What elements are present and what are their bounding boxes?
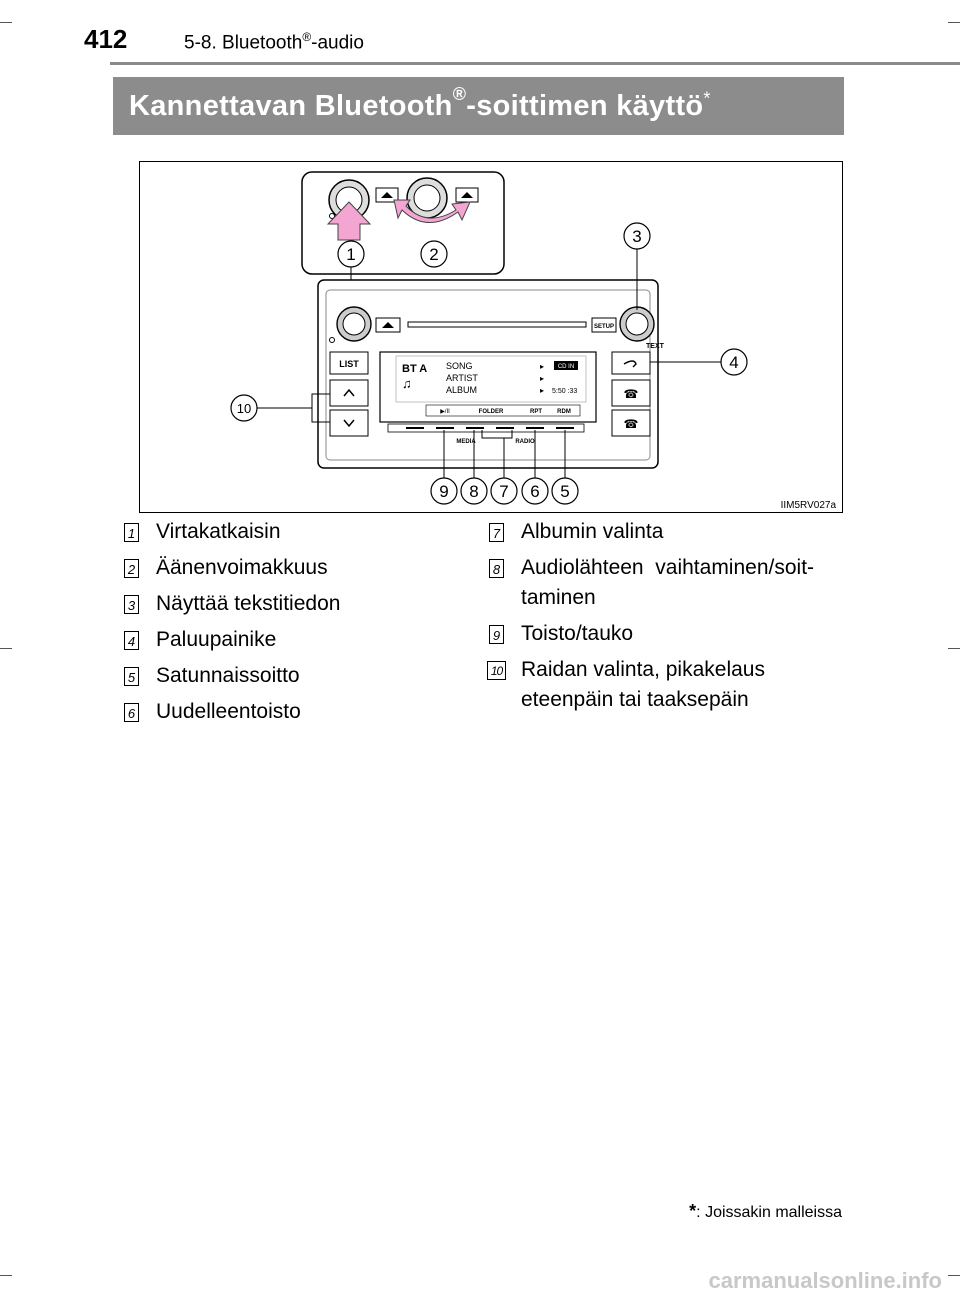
cd-slot — [407, 321, 587, 328]
legend-item-6: Uudelleentoisto — [156, 700, 301, 723]
callout-10: 10 — [237, 401, 251, 416]
crop-mark — [948, 648, 960, 649]
legend-item-8-cont: taminen — [521, 586, 596, 609]
legend-badge-7: 7 — [489, 523, 504, 542]
svg-text:ARTIST: ARTIST — [446, 373, 478, 383]
legend-badge-8: 8 — [489, 559, 504, 578]
svg-text:FOLDER: FOLDER — [479, 409, 504, 415]
legend-item-10-cont: eteenpäin tai taaksepäin — [521, 688, 749, 711]
svg-text:ALBUM: ALBUM — [446, 385, 477, 395]
svg-text:5:50 :33: 5:50 :33 — [552, 388, 577, 395]
svg-text:▸: ▸ — [540, 386, 544, 395]
rotate-arrow-icon — [393, 199, 471, 223]
svg-text:SONG: SONG — [446, 361, 473, 371]
legend-item-1: Virtakatkaisin — [156, 520, 281, 543]
legend-badge-3: 3 — [124, 595, 139, 614]
crop-mark — [0, 22, 12, 23]
callout-9: 9 — [439, 482, 448, 501]
callout-1: 1 — [346, 245, 355, 264]
callout-8: 8 — [469, 482, 478, 501]
svg-text:BT A: BT A — [402, 363, 427, 375]
page-number: 412 — [84, 24, 128, 54]
callout-5: 5 — [560, 482, 569, 501]
up-arrow-icon — [343, 388, 355, 397]
list-label: LIST — [339, 359, 359, 369]
svg-text:RPT: RPT — [530, 409, 542, 415]
phone-pickup-icon: ☎ — [624, 387, 639, 401]
phone-hangup-icon: ☎ — [624, 417, 639, 431]
legend-badge-2: 2 — [124, 559, 139, 578]
svg-text:MEDIA: MEDIA — [456, 439, 476, 445]
legend-item-8: Audiolähteen vaihtaminen/soit- — [521, 556, 815, 579]
callout-4: 4 — [729, 353, 738, 372]
crop-mark — [948, 1275, 960, 1276]
legend-badge-9: 9 — [489, 625, 504, 644]
page-title: Kannettavan Bluetooth®-soittimen käyttö* — [113, 77, 844, 135]
crop-mark — [948, 22, 960, 23]
legend-item-5: Satunnaissoitto — [156, 664, 300, 687]
legend-item-7: Albumin valinta — [521, 520, 664, 543]
legend-item-3: Näyttää tekstitiedon — [156, 592, 341, 615]
figure-code: IIM5RV027a — [781, 500, 837, 511]
callout-3: 3 — [632, 227, 641, 246]
callout-7: 7 — [499, 482, 508, 501]
footnote: *: Joissakin malleissa — [689, 1201, 842, 1221]
push-arrow-icon — [326, 201, 372, 241]
svg-text:▸: ▸ — [540, 362, 544, 371]
crop-mark — [0, 1275, 12, 1276]
legend-item-10: Raidan valinta, pikakelaus — [521, 658, 765, 681]
crop-mark — [0, 648, 12, 649]
svg-text:SETUP: SETUP — [594, 324, 614, 330]
watermark: carmanualsonline.info — [708, 1268, 943, 1293]
music-note-icon: ♫ — [402, 376, 412, 391]
svg-text:▶/II: ▶/II — [440, 409, 450, 415]
legend-badge-5: 5 — [124, 667, 139, 686]
legend-badge-1: 1 — [124, 523, 139, 542]
section-heading: 5-8. Bluetooth®-audio — [184, 30, 364, 54]
svg-text:▸: ▸ — [540, 374, 544, 383]
setup-button — [591, 317, 617, 333]
callout-2: 2 — [429, 245, 438, 264]
legend-badge-10: 10 — [487, 661, 506, 680]
legend-badge-6: 6 — [124, 703, 139, 722]
down-arrow-icon — [343, 419, 355, 428]
svg-text:RDM: RDM — [557, 409, 571, 415]
svg-text:RADIO: RADIO — [515, 439, 535, 445]
legend-item-9: Toisto/tauko — [521, 622, 634, 645]
radio-illustration: 1 2 SETUP TEXT LIST BT A ♫ SONG ARTIST — [139, 161, 843, 513]
legend-item-2: Äänenvoimakkuus — [156, 556, 328, 579]
svg-text:TEXT: TEXT — [646, 343, 665, 350]
callout-6: 6 — [530, 482, 539, 501]
legend-item-4: Paluupainike — [156, 628, 277, 651]
legend-badge-4: 4 — [124, 631, 139, 650]
svg-text:CD IN: CD IN — [558, 364, 574, 370]
header-rule — [110, 62, 960, 65]
back-icon — [623, 360, 637, 368]
